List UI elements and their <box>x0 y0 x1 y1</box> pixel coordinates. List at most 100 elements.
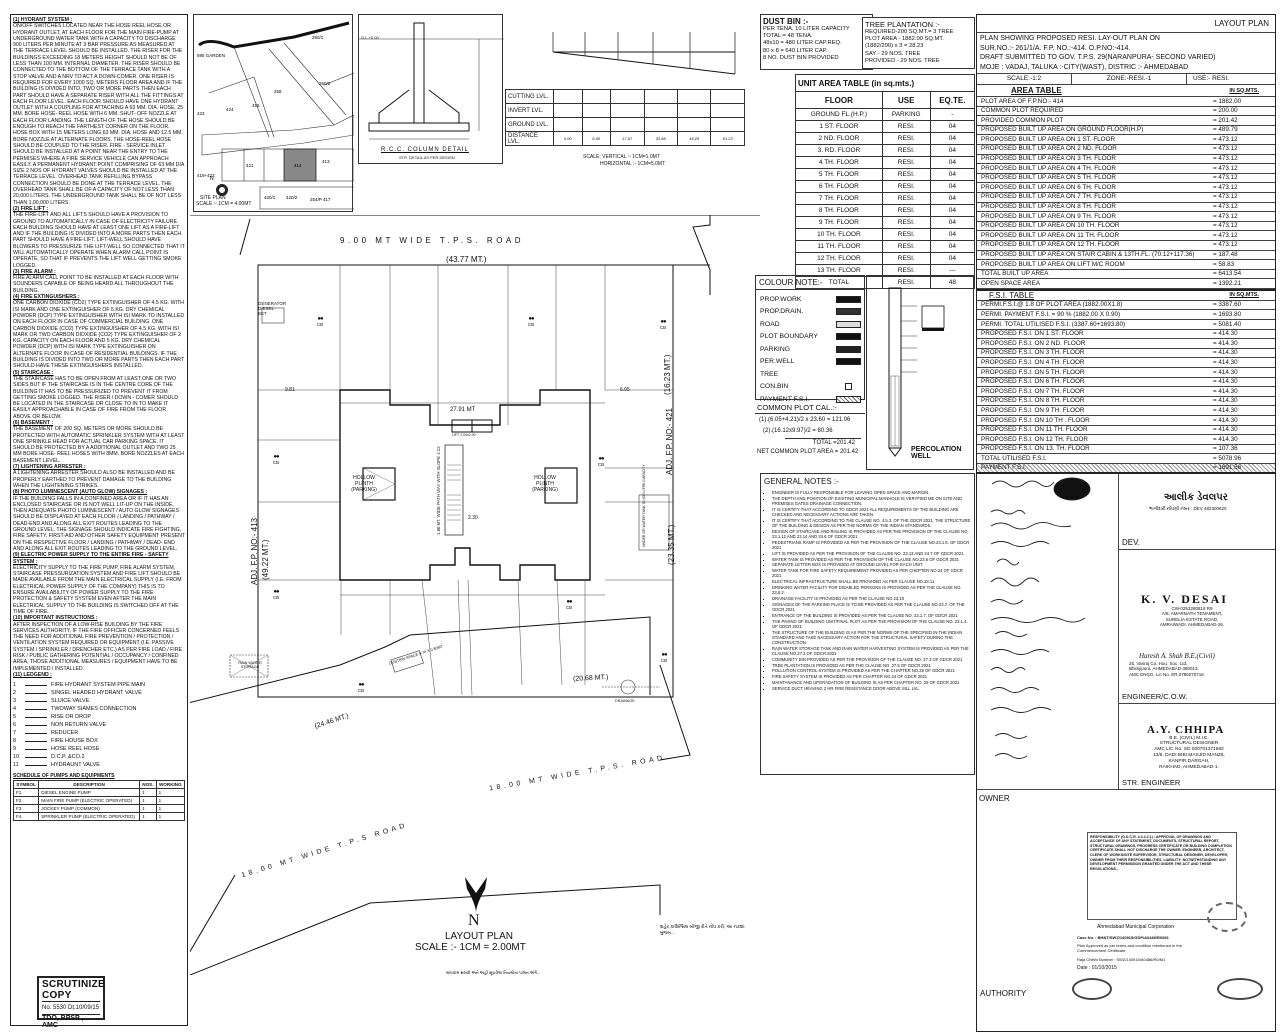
unit-area-cell: GROUND FL.(H.P.) <box>795 108 883 121</box>
legend-number: 4 <box>13 705 17 712</box>
colour-note-label: CON.BIN <box>760 383 789 391</box>
dim-building-width: 27.91 MT <box>450 407 476 413</box>
table-row: PROPOSED F.S.I. ON 2 ND. FLOOR= 414.30 <box>977 339 1275 349</box>
colour-swatch-icon <box>836 333 861 341</box>
drain-level-value: 6.90 <box>581 131 612 146</box>
unit-area-cell: 04 <box>929 192 976 205</box>
owner-label: OWNER <box>979 793 1010 803</box>
general-note-item: WATER TANK IS PROVIDED AS PER THE PROVIS… <box>772 557 971 562</box>
drain-levels-table: CUTTING LVL.INVERT LVL.GROUND LVL.DISTAN… <box>505 89 745 146</box>
svg-text:414: 414 <box>294 163 302 168</box>
rcc-column-drawing <box>359 22 504 140</box>
structural-line: 13/6, DADI BIBI MASJID MANZIL <box>1153 752 1225 758</box>
row-value: = 473.12 <box>1213 135 1238 143</box>
svg-text:260/2: 260/2 <box>319 81 331 86</box>
unit-area-cell: 04 <box>929 132 976 145</box>
rcc-gl: G.L.+0.00 <box>361 35 379 40</box>
row-label: PROPOSED BUILT UP AREA ON 6 TH. FLOOR <box>981 183 1116 191</box>
unit-area-cell: RESI. <box>881 168 931 181</box>
colour-swatch-icon <box>845 383 852 391</box>
table-row: PROPOSED BUILT UP AREA ON 2 ND. FLOOR= 4… <box>977 145 1275 155</box>
unit-area-cell: 04 <box>929 180 976 193</box>
legend-symbol-icon <box>23 714 51 720</box>
unit-area-cell: RESI. <box>881 240 931 253</box>
owner-signatures: OWNER <box>977 473 1119 803</box>
colour-note-item: PLOT BOUNDARY <box>756 331 864 344</box>
tree-line: (1882/200) x 3 = 28.23 <box>865 43 924 50</box>
amc-seal-icon <box>1207 901 1247 932</box>
legend-number: 5 <box>13 713 17 720</box>
developer-stamp-line: ભાગીદારી નોંધણી નંબર : DEV 482300620 <box>1149 505 1227 511</box>
table-row: PROPOSED F.S.I. ON 4 TH. FLOOR= 414.30 <box>977 358 1275 369</box>
tree-title: TREE PLANTATION :- <box>865 20 940 29</box>
row-label: PROVIDED COMMON PLOT <box>981 116 1064 124</box>
amc-name: Ahmedabad Municipal Corporation <box>1097 923 1174 930</box>
pump-cell: F1. <box>12 788 40 798</box>
general-note-item: COMMUNITY BIN PROVIDED AS PER THE PROVIS… <box>772 657 971 662</box>
cb-marker: CB <box>657 320 669 330</box>
structural-address: B.E. (CIVIL) M.I.E. STRUCTURAL DESIGNER … <box>1139 736 1239 771</box>
colour-note-label: PROP.WORK <box>760 295 802 303</box>
amc-seal-icon <box>1217 977 1263 1000</box>
dim-margin: 9.81 <box>285 387 295 393</box>
row-label: PROPOSED F.S.I. ON 12 TH. FLOOR <box>981 435 1088 443</box>
pump-cell: 1 <box>155 788 186 798</box>
row-value: = 414.30 <box>1213 416 1238 424</box>
colour-note-item: TREE <box>756 368 864 381</box>
amc-case-no: Case No. : BHNT/SWZ/140915/GDP/A0486/R0/… <box>1077 934 1169 940</box>
unit-area-cell: RESI. <box>881 120 931 133</box>
gujarati-note-right: શહેર કાઉન્સિલ બીજી રીતે નોંધ કરી, આ નકશા… <box>660 924 745 935</box>
fire-note-text: IF THE BUILDING FALLS IN A CONFINED AREA… <box>13 495 185 552</box>
tree-line: PROVIDED - 29 NOS. TREE <box>865 57 940 64</box>
legend-number: 2 <box>13 689 17 696</box>
row-label: PERMI.F.S.I.@ 1.8 OF PLOT AREA (1882.00x… <box>981 301 1123 309</box>
str-engineer-label: STR. ENGINEER <box>1122 777 1181 787</box>
legend-label: FIRE HYDRANT SYSTEM PIPE MAIN <box>51 681 146 688</box>
scale-zone-use-row: SCALE:-1:2 ZONE:-RESI.-1 USE:- RESI. <box>977 74 1275 85</box>
table-row: PROPOSED F.S.I. ON 9 TH. FLOOR= 414.30 <box>977 406 1275 416</box>
drain-level-row: INVERT LVL. <box>505 103 745 118</box>
legend-symbol-icon <box>23 754 51 760</box>
pump-cell: DIESEL ENGINE PUMP <box>38 788 141 798</box>
colour-swatch-icon <box>836 395 861 403</box>
drain-level-value <box>581 103 612 118</box>
table-row: PROPOSED BUILT UP AREA ON 1 ST. FLOOR= 4… <box>977 135 1275 145</box>
drain-level-value <box>581 89 612 104</box>
legend-symbol-icon <box>23 762 51 768</box>
table-row: PROPOSED BUILT UP AREA ON 3 TH. FLOOR= 4… <box>977 155 1275 165</box>
table-row: PERMI.F.S.I.@ 1.8 OF PLOT AREA (1882.00x… <box>977 301 1275 311</box>
row-label: TOTAL BUILT UP AREA <box>981 270 1049 278</box>
description-line: DRAFT SUBMITTED TO GOV. T.P.S. 29(NARANP… <box>980 54 1216 61</box>
pump-cell: SPRINKLER PUMP (ELECTRIC OPERATED) <box>38 812 141 822</box>
drain-level-value <box>710 89 745 104</box>
kv-desai-line: SURELIA ESTATE ROAD, <box>1165 616 1219 622</box>
dim-top: (43.77 MT.) <box>446 255 487 264</box>
structural-line: AMC LIC No. SD 000701371682 <box>1154 747 1224 753</box>
drain-level-value <box>581 117 612 132</box>
dust-bin-line: 48x10 = 480 LITER CAP.REQ. <box>763 40 842 47</box>
drain-level-value <box>610 117 645 132</box>
general-note-item: IT IS CERTIFY THAT ACCORDING TO GDCR 202… <box>772 507 971 517</box>
tree-line: SAY - 29 NOS. TREE <box>865 50 921 57</box>
plan-lines <box>179 214 760 976</box>
svg-text:420/2: 420/2 <box>286 195 298 200</box>
adj-right-label: ADJ. F.P. NO:- 421 <box>665 408 674 475</box>
table-row: PROPOSED F.S.I. ON 8 TH. FLOOR= 414.30 <box>977 397 1275 407</box>
drain-level-value: 48.29 <box>676 131 712 146</box>
row-value: = 473.12 <box>1213 241 1238 249</box>
row-label: PROPOSED F.S.I. ON 13. TH. FLOOR <box>981 445 1090 453</box>
drain-level-value <box>643 117 679 132</box>
unit-area-cell: RESI. <box>881 216 931 229</box>
